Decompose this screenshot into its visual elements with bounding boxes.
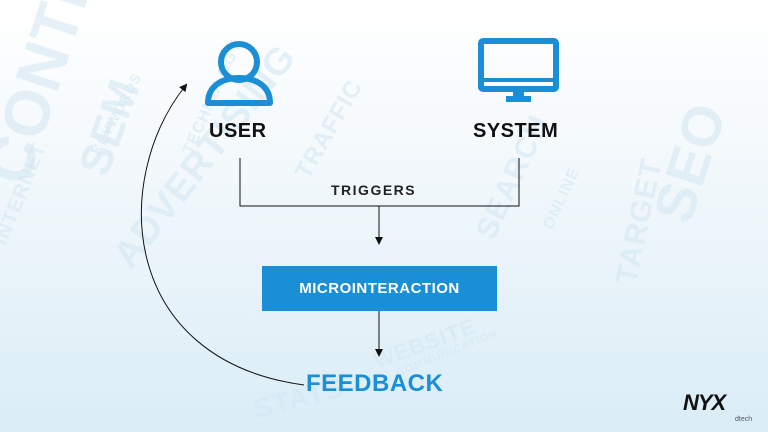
triggers-label: TRIGGERS (331, 182, 417, 198)
logo-text: NYX (683, 390, 726, 415)
user-label: USER (209, 120, 267, 142)
user-icon (205, 41, 273, 106)
system-connector (379, 158, 520, 207)
feedback-label: FEEDBACK (306, 370, 444, 397)
system-label: SYSTEM (473, 120, 559, 142)
microinteraction-box: MICROINTERACTION (262, 266, 497, 311)
feedback-loop-arrow (141, 83, 305, 386)
monitor-icon (478, 38, 559, 102)
user-connector (239, 158, 379, 207)
brand-logo: NYX dtech (683, 390, 752, 423)
logo-subtext: dtech (735, 416, 753, 423)
microinteraction-label: MICROINTERACTION (299, 280, 460, 297)
